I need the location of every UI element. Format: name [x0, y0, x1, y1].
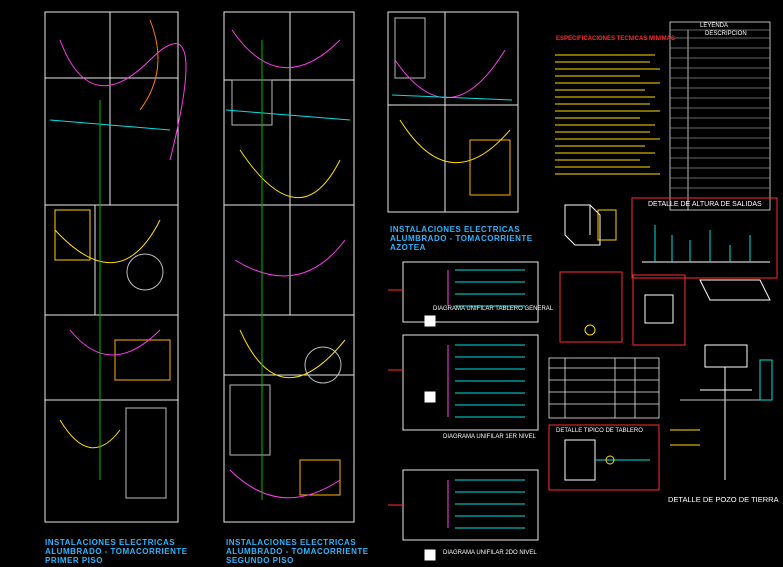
single-line-diagrams — [388, 261, 539, 561]
plan-roof — [387, 11, 519, 213]
plan1-title-line1: INSTALACIONES ELECTRICAS — [45, 538, 176, 547]
diagram-second-title: DIAGRAMA UNIFILAR 2DO NIVEL — [443, 550, 537, 556]
legend-title: LEYENDA — [700, 23, 729, 29]
plan3-title-line1: INSTALACIONES ELECTRICAS — [390, 225, 521, 234]
plan2-title-line1: INSTALACIONES ELECTRICAS — [226, 538, 357, 547]
pozo-detail-title: DETALLE DE POZO DE TIERRA — [668, 495, 779, 504]
diagram-general-title: DIAGRAMA UNIFILAR TABLERO GENERAL — [433, 306, 554, 312]
tablero-detail — [548, 424, 660, 491]
diagram-first-title: DIAGRAMA UNIFILAR 1ER NIVEL — [443, 434, 537, 440]
specs-title: ESPECIFICACIONES TECNICAS MINIMAS — [556, 36, 676, 42]
box-detail — [564, 204, 617, 246]
plan3-title-line3: AZOTEA — [390, 243, 426, 252]
small-detail-box — [559, 271, 771, 346]
plan-second-floor — [223, 11, 355, 523]
heights-detail — [631, 197, 778, 279]
pozo-detail — [670, 344, 773, 480]
legend-table — [669, 21, 771, 211]
heights-detail-title: DETALLE DE ALTURA DE SALIDAS — [648, 201, 762, 208]
plan2-title-line3: SEGUNDO PISO — [226, 556, 294, 565]
plan2-title-line2: ALUMBRADO - TOMACORRIENTE — [226, 547, 369, 556]
legend-header: DESCRIPCION — [705, 31, 747, 37]
plan1-title-line2: ALUMBRADO - TOMACORRIENTE — [45, 547, 188, 556]
tablero-detail-title: DETALLE TIPICO DE TABLERO — [556, 428, 643, 434]
small-table — [548, 357, 660, 419]
plan-first-floor — [44, 11, 187, 523]
specs-lines — [555, 54, 660, 175]
plan3-title-line2: ALUMBRADO - TOMACORRIENTE — [390, 234, 533, 243]
plan1-title-line3: PRIMER PISO — [45, 556, 103, 565]
